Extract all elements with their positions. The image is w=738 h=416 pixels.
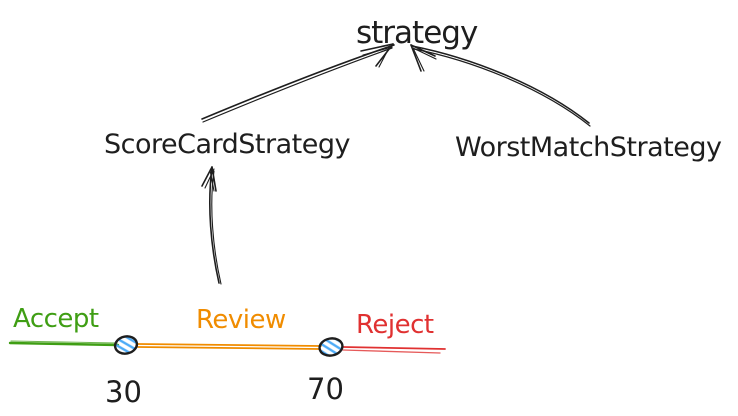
- inheritance-arrow-scorecard: [201, 43, 395, 123]
- threshold-marker-30: [113, 335, 139, 355]
- threshold-value-30: 30: [105, 375, 142, 409]
- base-class-label: strategy: [356, 15, 478, 51]
- reject-zone-label: Reject: [356, 310, 434, 340]
- review-segment: [137, 343, 322, 350]
- inheritance-arrow-worstmatch: [410, 44, 591, 127]
- accept-segment: [8, 340, 120, 347]
- subclass-scorecard-label: ScoreCardStrategy: [104, 129, 350, 160]
- review-zone-label: Review: [196, 305, 286, 335]
- scale-to-scorecard-arrow: [201, 166, 222, 285]
- accept-zone-label: Accept: [13, 304, 99, 334]
- subclass-worstmatch-label: WorstMatchStrategy: [455, 132, 722, 163]
- threshold-marker-70: [318, 337, 344, 357]
- threshold-value-70: 70: [307, 372, 344, 406]
- reject-segment: [342, 346, 446, 354]
